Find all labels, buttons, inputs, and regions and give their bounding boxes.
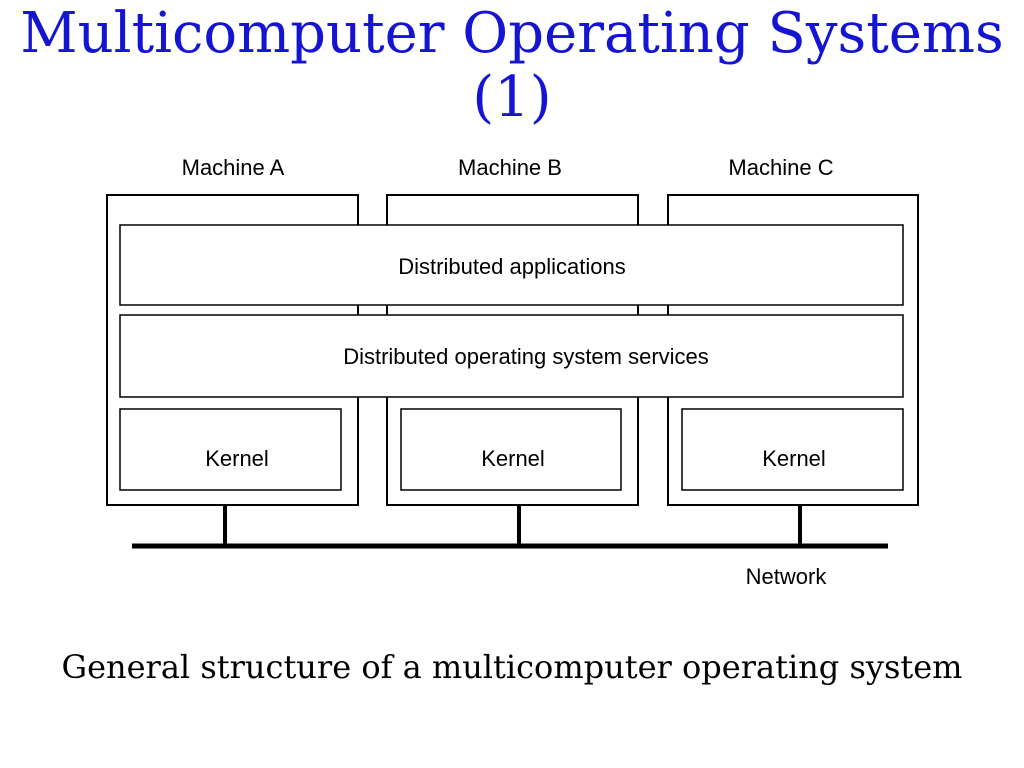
figure-caption: General structure of a multicomputer ope…: [61, 648, 963, 686]
distributed-os-services-layer: [119, 314, 904, 398]
distributed-os-services-label: Distributed operating system services: [343, 344, 709, 369]
kernel-c-box: [681, 408, 904, 491]
distributed-applications-layer: [119, 224, 904, 306]
machine-c-label: Machine C: [728, 155, 833, 180]
kernel-b-label: Kernel: [481, 446, 545, 471]
kernel-c-label: Kernel: [762, 446, 826, 471]
kernel-a-label: Kernel: [205, 446, 269, 471]
slide-title: Multicomputer Operating Systems (1): [0, 2, 1024, 130]
network-label: Network: [746, 564, 828, 589]
distributed-applications-label: Distributed applications: [398, 254, 625, 279]
kernel-a-box: [119, 408, 342, 491]
machine-b-label: Machine B: [458, 155, 562, 180]
kernel-b-box: [400, 408, 622, 491]
slide-title-line-2: (1): [472, 65, 552, 130]
machine-a-label: Machine A: [182, 155, 285, 180]
slide-title-line-1: Multicomputer Operating Systems: [20, 1, 1004, 66]
